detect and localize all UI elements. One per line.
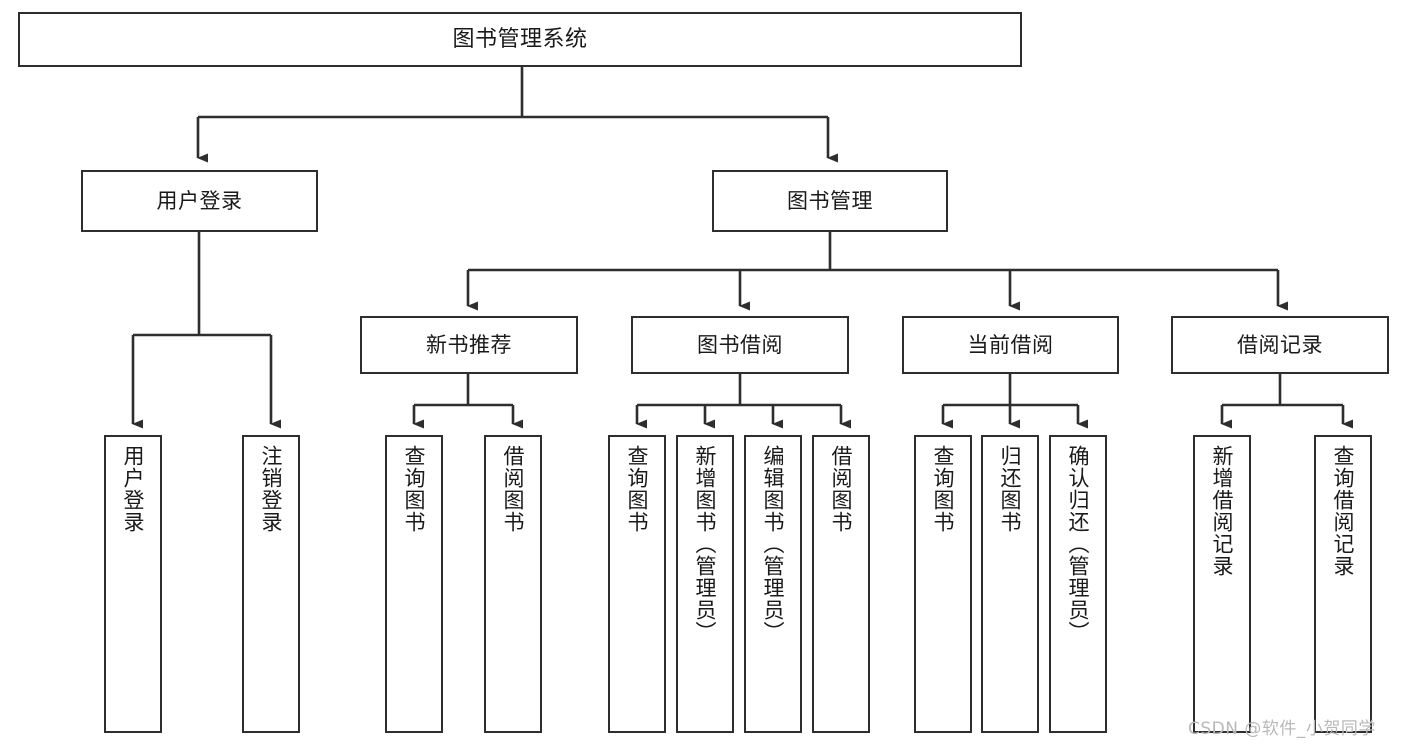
node-leaf-return-book-label: 归还图书	[998, 445, 1023, 533]
node-leaf-logout-login-label: 注销登录	[259, 445, 284, 533]
node-leaf-borrow-book-1[interactable]: 借阅图书	[484, 435, 542, 733]
node-leaf-logout-login[interactable]: 注销登录	[242, 435, 300, 733]
node-new-book-recommend-label: 新书推荐	[426, 332, 512, 357]
node-current-borrow-label: 当前借阅	[967, 332, 1054, 357]
node-leaf-confirm-return[interactable]: 确认归还（管理员）	[1049, 435, 1107, 733]
node-leaf-user-login[interactable]: 用户登录	[104, 435, 162, 733]
node-new-book-recommend[interactable]: 新书推荐	[360, 316, 578, 374]
node-leaf-query-book-2[interactable]: 查询图书	[608, 435, 666, 733]
node-leaf-add-record-label: 新增借阅记录	[1210, 445, 1235, 577]
node-leaf-edit-book-label: 编辑图书（管理员）	[761, 445, 786, 643]
node-leaf-add-record[interactable]: 新增借阅记录	[1193, 435, 1251, 733]
node-leaf-borrow-book-2[interactable]: 借阅图书	[812, 435, 870, 733]
node-user-login-label: 用户登录	[156, 188, 243, 213]
node-borrow-record[interactable]: 借阅记录	[1171, 316, 1389, 374]
node-borrow-record-label: 借阅记录	[1237, 332, 1323, 357]
node-leaf-add-book[interactable]: 新增图书（管理员）	[676, 435, 734, 733]
node-book-manage-label: 图书管理	[787, 188, 873, 213]
node-leaf-borrow-book-2-label: 借阅图书	[829, 445, 854, 533]
node-leaf-edit-book[interactable]: 编辑图书（管理员）	[744, 435, 802, 733]
node-leaf-user-login-label: 用户登录	[121, 445, 146, 533]
node-leaf-borrow-book-1-label: 借阅图书	[501, 445, 526, 533]
node-leaf-confirm-return-label: 确认归还（管理员）	[1066, 445, 1091, 643]
node-leaf-query-book-1-label: 查询图书	[402, 445, 427, 533]
node-leaf-query-book-3-label: 查询图书	[931, 445, 956, 533]
node-leaf-query-book-3[interactable]: 查询图书	[914, 435, 972, 733]
node-root-label: 图书管理系统	[452, 26, 588, 52]
node-user-login[interactable]: 用户登录	[81, 170, 318, 232]
node-leaf-query-book-1[interactable]: 查询图书	[385, 435, 443, 733]
node-leaf-query-book-2-label: 查询图书	[625, 445, 650, 533]
node-leaf-query-record[interactable]: 查询借阅记录	[1314, 435, 1372, 733]
node-leaf-query-record-label: 查询借阅记录	[1331, 445, 1356, 577]
node-current-borrow[interactable]: 当前借阅	[902, 316, 1119, 374]
node-book-manage[interactable]: 图书管理	[712, 170, 948, 232]
node-leaf-add-book-label: 新增图书（管理员）	[693, 445, 718, 643]
node-root-system[interactable]: 图书管理系统	[18, 12, 1022, 67]
node-leaf-return-book[interactable]: 归还图书	[981, 435, 1039, 733]
node-book-borrow[interactable]: 图书借阅	[631, 316, 849, 374]
node-book-borrow-label: 图书借阅	[697, 332, 783, 357]
